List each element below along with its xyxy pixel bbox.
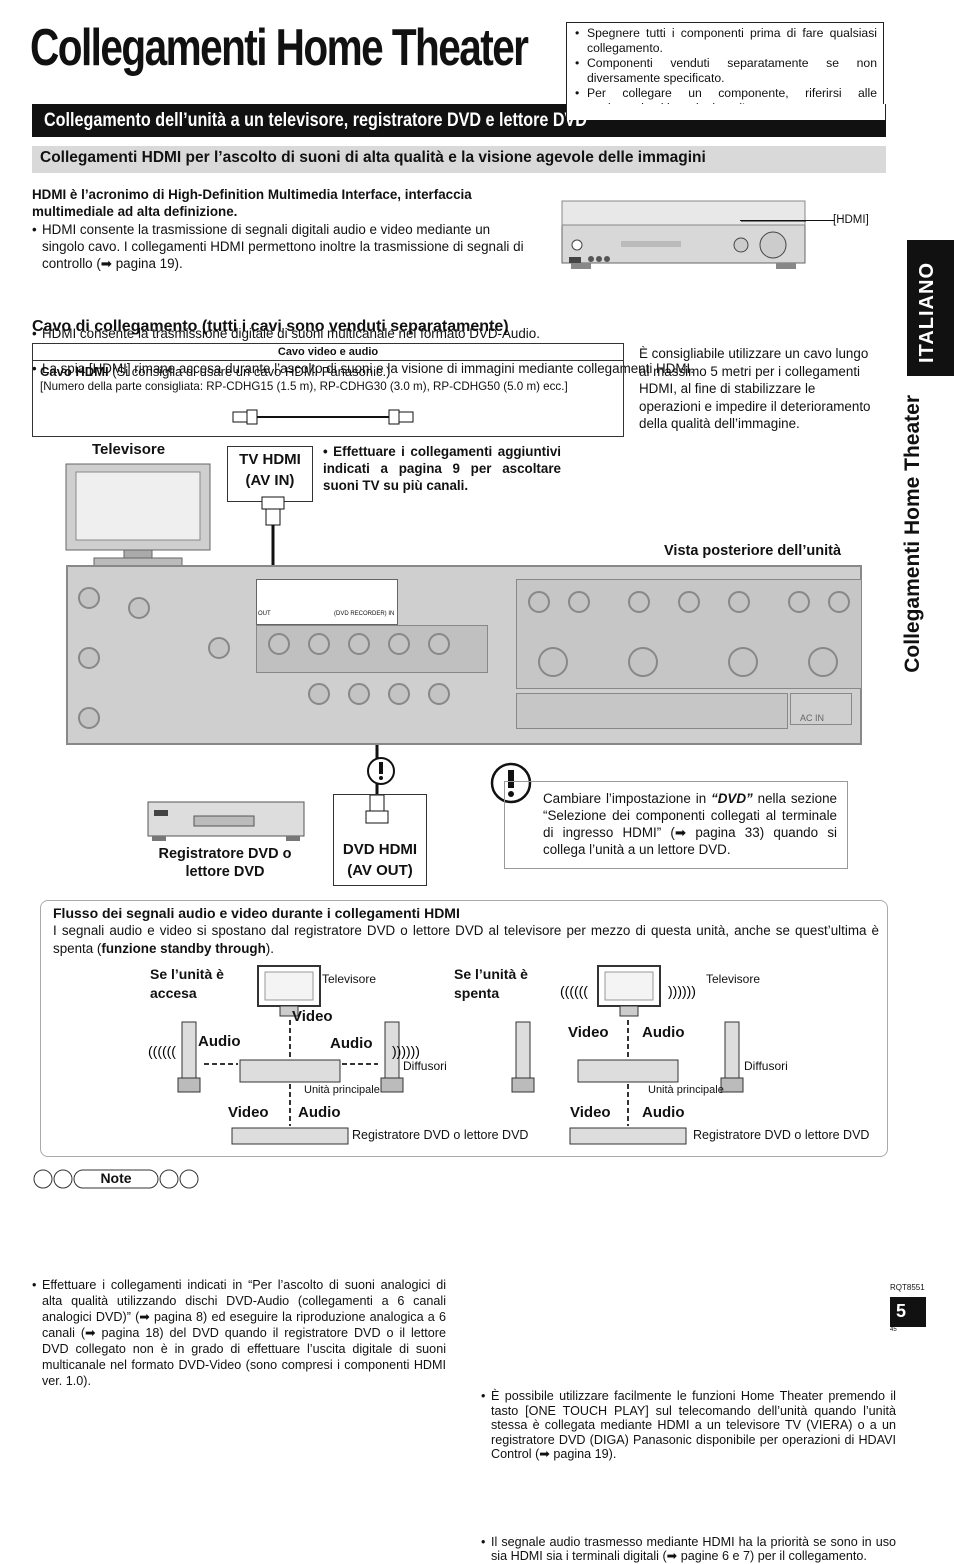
- dvd-note-text: Cambiare l’impostazione in: [543, 791, 712, 806]
- ac-in-label: AC IN: [800, 713, 825, 723]
- flow-diagram-off: (((((( )))))): [511, 965, 744, 1145]
- tv-label: Televisore: [92, 441, 166, 458]
- dvd-caption: Registratore DVD o lettore DVD: [352, 1128, 529, 1142]
- part-numbers: [Numero della parte consigliata: RP-CDHG…: [40, 380, 568, 393]
- speakers-caption: Diffusori: [403, 1059, 447, 1073]
- small-page-number: 45: [890, 1327, 897, 1333]
- svg-text:((((((: ((((((: [560, 983, 588, 999]
- hdmi-cable-icon: [232, 409, 414, 425]
- caution-icon: [490, 762, 532, 804]
- dvd-caption: Registratore DVD o lettore DVD: [693, 1128, 870, 1142]
- language-tab: ITALIANO: [907, 240, 954, 376]
- caution-icon: [367, 757, 395, 785]
- video-label: Video: [292, 1008, 333, 1025]
- receiver-front-illustration: [561, 199, 826, 271]
- note-label: Note: [100, 1170, 132, 1186]
- hdmi-intro: HDMI è l’acronimo di High-Definition Mul…: [32, 187, 472, 219]
- signal-flow-box: Flusso dei segnali audio e video durante…: [40, 900, 888, 1157]
- cable-heading: Cavo di collegamento (tutti i cavi sono …: [32, 318, 509, 335]
- video-label: Video: [568, 1024, 609, 1041]
- flow-text: I segnali audio e video si spostano dal …: [53, 923, 879, 956]
- note-item: Effettuare i collegamenti indicati in “P…: [32, 1277, 446, 1389]
- video-label: Video: [570, 1104, 611, 1121]
- page-title: Collegamenti Home Theater: [30, 19, 529, 77]
- sidebar-section-label: Collegamenti Home Theater: [901, 395, 924, 673]
- rear-panel: OUT (DVD RECORDER) IN AC IN: [66, 565, 862, 745]
- dvd-note-text: nella sezione “Selezione dei componenti …: [543, 791, 838, 857]
- dvd-recorder-illustration: [147, 801, 305, 841]
- cable-box-header: Cavo video e audio: [33, 344, 623, 361]
- audio-label: Audio: [298, 1104, 341, 1121]
- bullet-item: HDMI consente la trasmissione digitale d…: [32, 325, 802, 342]
- unit-on-label: Se l’unità è accesa: [150, 966, 224, 1001]
- flow-diagram-on: (((((( )))))): [148, 965, 420, 1145]
- subsection-header-bar: Collegamenti HDMI per l’ascolto di suoni…: [32, 146, 886, 173]
- language-label: ITALIANO: [916, 262, 938, 363]
- svg-text:)))))): )))))): [392, 1043, 420, 1059]
- audio-label: Audio: [330, 1035, 373, 1052]
- hdmi-in-label: (DVD RECORDER) IN: [334, 611, 395, 617]
- audio-label: Audio: [198, 1033, 241, 1050]
- flow-title: Flusso dei segnali audio e video durante…: [53, 905, 460, 921]
- flow-text: ).: [265, 941, 274, 956]
- cable-name: Cavo HDMI: [40, 364, 109, 379]
- tv-illustration: [65, 463, 211, 567]
- audio-label: Audio: [642, 1104, 685, 1121]
- speakers-caption: Diffusori: [744, 1059, 788, 1073]
- tv-caption: Televisore: [322, 972, 377, 986]
- rear-view-label: Vista posteriore dell’unità: [664, 543, 842, 559]
- tv-hdmi-label: TV HDMI (AV IN): [227, 446, 313, 502]
- dvd-setting-note: Cambiare l’impostazione in “DVD” nella s…: [504, 781, 848, 869]
- flow-text-bold: funzione standby through: [101, 941, 266, 956]
- audio-label: Audio: [642, 1024, 685, 1041]
- video-label: Video: [228, 1104, 269, 1121]
- note-item: Il segnale audio trasmesso mediante HDMI…: [481, 1535, 896, 1564]
- bullet-item: La spia [HDMI] rimane accesa durante l’a…: [32, 360, 802, 377]
- main-unit-caption: Unità principale: [304, 1084, 380, 1096]
- cable-box: Cavo video e audio Cavo HDMI (Si consigl…: [32, 343, 624, 437]
- dvd-label: Registratore DVD o lettore DVD: [158, 846, 292, 880]
- cable-advice: È consigliabile utilizzare un cavo lungo…: [639, 346, 871, 432]
- unit-off-label: Se l’unità è spenta: [454, 966, 528, 1001]
- bullet-item: HDMI consente la trasmissione di segnali…: [32, 221, 528, 272]
- hdmi-out-label: OUT: [258, 611, 271, 617]
- hdmi-indicator-label: [HDMI]: [833, 214, 869, 226]
- model-code: RQT8551: [890, 1283, 925, 1292]
- dvd-hdmi-label: DVD HDMI (AV OUT): [333, 794, 427, 886]
- svg-text:)))))): )))))): [668, 983, 696, 999]
- warning-item: Spegnere tutti i componenti prima di far…: [573, 26, 877, 56]
- tv-caption: Televisore: [706, 972, 761, 986]
- note-item: È possibile utilizzare facilmente le fun…: [481, 1389, 896, 1462]
- page-number: 5: [890, 1297, 926, 1327]
- extra-connection-note: • Effettuare i collegamenti aggiuntivi i…: [323, 444, 561, 493]
- section-title: Collegamento dell’unità a un televisore,…: [44, 110, 587, 131]
- main-unit-caption: Unità principale: [648, 1084, 724, 1096]
- dvd-note-emphasis: “DVD”: [711, 791, 753, 806]
- warning-item: Componenti venduti separatamente se non …: [573, 56, 877, 86]
- subsection-title: Collegamenti HDMI per l’ascolto di suoni…: [40, 149, 706, 166]
- cable-recommendation: (Si consiglia di usare un cavo HDMI Pana…: [112, 364, 391, 379]
- svg-text:((((((: ((((((: [148, 1043, 176, 1059]
